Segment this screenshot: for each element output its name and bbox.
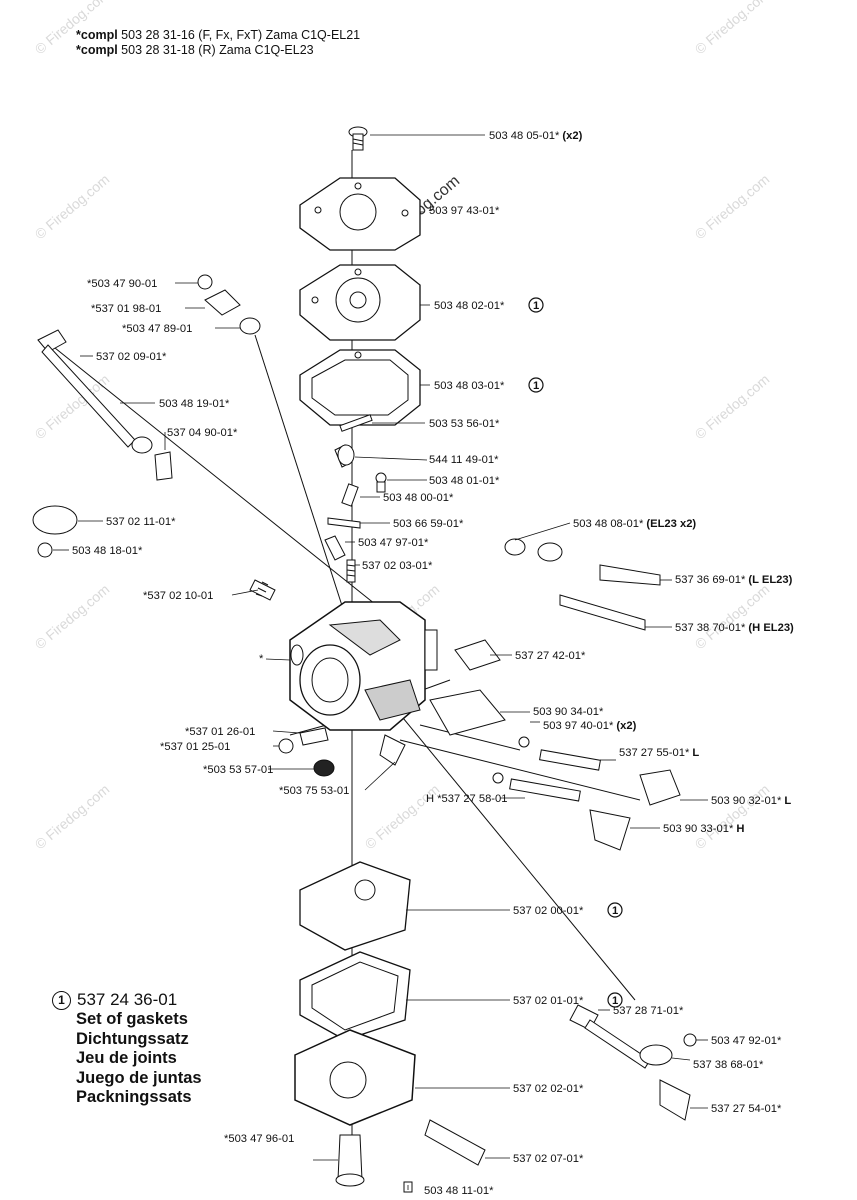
watermark: © Firedog.com — [692, 171, 773, 242]
lower-small-parts — [278, 727, 406, 777]
part-label: 537 38 70-01* (H EL23) — [675, 622, 794, 634]
watermark: © Firedog.com — [692, 781, 773, 852]
gasket-set-ref: 1 — [533, 380, 539, 392]
part-label: *503 53 57-01 — [203, 764, 273, 776]
part-label: 537 27 42-01* — [515, 650, 586, 662]
cover-screw — [348, 126, 368, 151]
header-line-1: *compl 503 28 31-16 (F, Fx, FxT) Zama C1… — [76, 28, 361, 42]
part-label: 503 48 01-01* — [429, 475, 500, 487]
watermark: © Firedog.com — [32, 171, 113, 242]
watermark: © Firedog.com — [362, 781, 443, 852]
pump-cover — [299, 177, 421, 251]
gasket-set-name-de: Dichtungssatz — [76, 1029, 189, 1048]
part-label: 537 27 55-01* L — [619, 747, 699, 759]
part-label: 503 48 19-01* — [159, 398, 230, 410]
part-label: 503 48 02-01* — [434, 300, 505, 312]
leader-lines — [53, 134, 708, 1190]
inlet-needle-parts — [324, 414, 387, 583]
gasket-set-name-sv: Packningssats — [76, 1088, 192, 1106]
watermark: © Firedog.com — [692, 371, 773, 442]
watermark: © Firedog.com — [32, 0, 113, 57]
part-label: *503 47 90-01 — [87, 278, 157, 290]
pump-diaphragm — [299, 264, 421, 341]
part-label: 503 97 43-01* — [429, 205, 500, 217]
metering-gaskets — [299, 861, 411, 1041]
part-label: 537 36 69-01* (L EL23) — [675, 574, 793, 586]
adjusting-needles — [429, 538, 681, 851]
gasket-set-ref: 1 — [612, 995, 618, 1007]
part-label: *537 01 98-01 — [91, 303, 161, 315]
part-label: *503 75 53-01 — [279, 785, 349, 797]
gasket-set-name-en: Set of gaskets — [76, 1010, 188, 1028]
part-label: 503 47 97-01* — [358, 537, 429, 549]
part-label: 503 90 34-01* — [533, 706, 604, 718]
watermark: © Firedog.com — [32, 581, 113, 652]
part-label: 503 47 92-01* — [711, 1035, 782, 1047]
part-label: *537 01 26-01 — [185, 726, 255, 738]
part-label: 503 97 40-01* (x2) — [543, 720, 637, 732]
part-label: 503 48 11-01* — [424, 1185, 494, 1197]
gasket-set-refs: 1 1 1 1 — [528, 297, 623, 1008]
part-label: 537 02 02-01* — [513, 1083, 584, 1095]
throttle-linkage — [32, 274, 276, 601]
part-label: 537 02 07-01* — [513, 1153, 584, 1165]
part-label: 503 48 00-01* — [383, 492, 454, 504]
part-label: *503 47 96-01 — [224, 1133, 294, 1145]
part-label: 537 04 90-01* — [167, 427, 238, 439]
part-label: 503 48 18-01* — [72, 545, 143, 557]
watermark: © Firedog.com — [692, 581, 773, 652]
part-label: 503 66 59-01* — [393, 518, 464, 530]
part-label: *503 47 89-01 — [122, 323, 192, 335]
part-label: 544 11 49-01* — [429, 454, 499, 466]
part-label: 503 48 05-01* (x2) — [489, 130, 583, 142]
part-label: 537 02 00-01* — [513, 905, 584, 917]
part-label: 537 02 03-01* — [362, 560, 433, 572]
part-label: H *537 27 58-01 — [426, 793, 507, 805]
watermark-layer: © Firedog.com © Firedog.com © Firedog.co… — [32, 0, 773, 852]
part-label: 503 90 32-01* L — [711, 795, 791, 807]
gasket-set-ref: 1 — [533, 300, 539, 312]
part-label: 503 48 08-01* (EL23 x2) — [573, 518, 696, 530]
part-labels: 503 48 05-01* (x2) 503 97 43-01* 503 48 … — [72, 130, 794, 1197]
pump-gasket — [299, 349, 421, 426]
gasket-set-legend: 1 537 24 36-01 Set of gaskets Dichtungss… — [52, 990, 202, 1108]
carburetor-body — [289, 601, 438, 731]
header-line-2: *compl 503 28 31-18 (R) Zama C1Q-EL23 — [76, 43, 314, 57]
part-label: * — [259, 653, 264, 665]
watermark: © Firedog.com — [692, 0, 773, 57]
gasket-set-name-fr: Jeu de joints — [76, 1049, 177, 1067]
part-label: *537 01 25-01 — [160, 741, 230, 753]
part-label: 503 53 56-01* — [429, 418, 500, 430]
gasket-set-ref-badge: 1 — [52, 990, 71, 1010]
part-label: 503 90 33-01* H — [663, 823, 744, 835]
part-label: 537 02 11-01* — [106, 516, 176, 528]
watermark: © Firedog.com — [32, 781, 113, 852]
gasket-set-ref: 1 — [612, 905, 618, 917]
gasket-set-number-row: 1 537 24 36-01 — [52, 990, 202, 1010]
gasket-set-name-es: Juego de juntas — [76, 1068, 202, 1087]
choke-linkage — [569, 1004, 697, 1121]
part-label: 537 28 71-01* — [613, 1005, 684, 1017]
gasket-set-number: 537 24 36-01 — [77, 990, 178, 1009]
part-label: 537 38 68-01* — [693, 1059, 764, 1071]
part-label: 503 48 03-01* — [434, 380, 505, 392]
metering-cover — [294, 1029, 486, 1193]
part-label: 537 02 09-01* — [96, 351, 167, 363]
part-label: *537 02 10-01 — [143, 590, 213, 602]
part-label: 537 02 01-01* — [513, 995, 584, 1007]
part-label: 537 27 54-01* — [711, 1103, 782, 1115]
